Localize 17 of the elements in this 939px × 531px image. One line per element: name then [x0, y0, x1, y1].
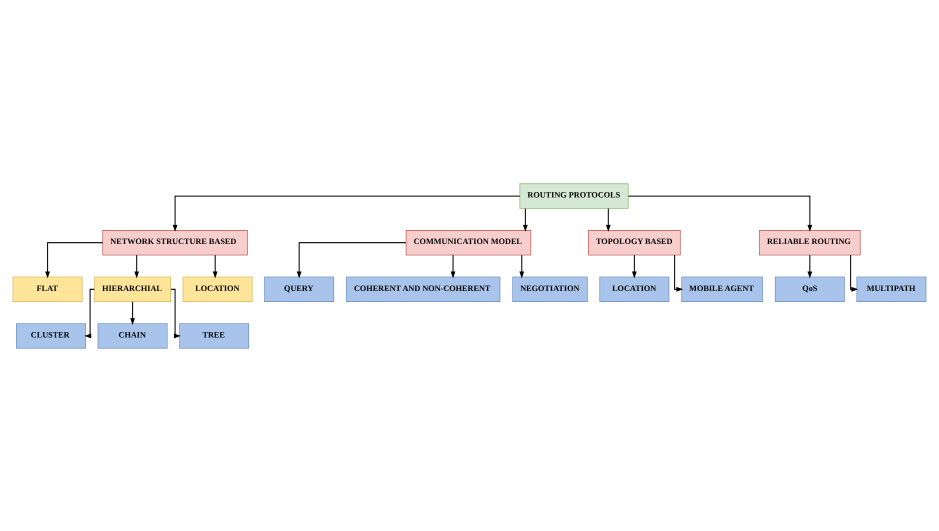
arrow — [850, 254, 858, 292]
arrow — [606, 208, 611, 232]
arrow — [84, 288, 94, 338]
arrow — [130, 301, 135, 324]
arrow — [674, 254, 684, 292]
arrow — [134, 254, 140, 278]
arrow — [807, 254, 812, 278]
arrow — [522, 208, 528, 232]
arrow — [170, 288, 181, 338]
arrow — [212, 254, 218, 278]
arrow — [172, 195, 520, 232]
arrow — [519, 254, 524, 278]
arrow — [628, 195, 812, 232]
arrow — [632, 254, 637, 278]
arrow — [296, 242, 406, 278]
arrow — [45, 242, 103, 278]
arrow — [450, 254, 456, 278]
